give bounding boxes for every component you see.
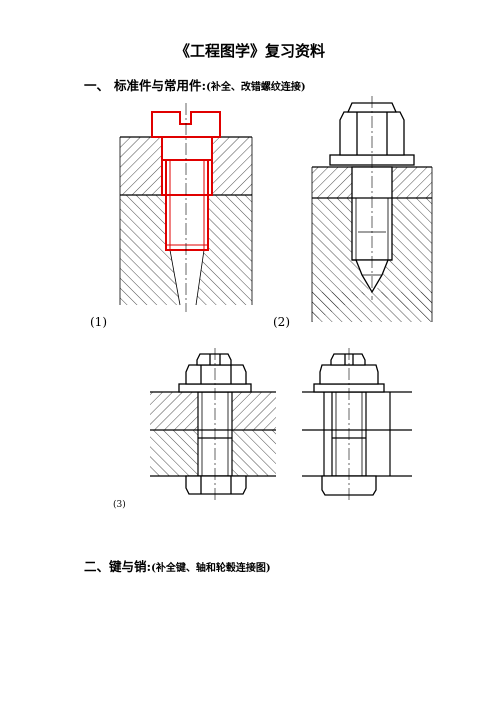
corrected-screw <box>151 111 221 251</box>
page-title: 《工程图学》复习资料 <box>174 42 325 60</box>
section-2-note: (补全键、轴和轮毂连接图) <box>151 563 271 574</box>
figure-2-stud-connection <box>311 96 433 322</box>
figure-1-label: (1) <box>90 315 107 329</box>
section-2-title: 二、键与销: <box>84 559 152 574</box>
section-1-number: 一、 <box>84 78 110 93</box>
section-1-heading: 一、标准件与常用件:(补全、改错螺纹连接) <box>84 75 306 94</box>
section-2-heading: 二、键与销:(补全键、轴和轮毂连接图) <box>84 556 271 575</box>
figure-2-label: (2) <box>273 315 290 329</box>
figure-1-screw-connection <box>119 103 253 312</box>
figure-3-bolt-connection-section <box>150 348 276 500</box>
figure-3-label: (3) <box>113 500 126 510</box>
section-1-note: (补全、改错螺纹连接) <box>206 82 306 93</box>
section-1-title: 标准件与常用件: <box>114 78 207 93</box>
figure-3-bolt-connection-view <box>302 348 412 500</box>
